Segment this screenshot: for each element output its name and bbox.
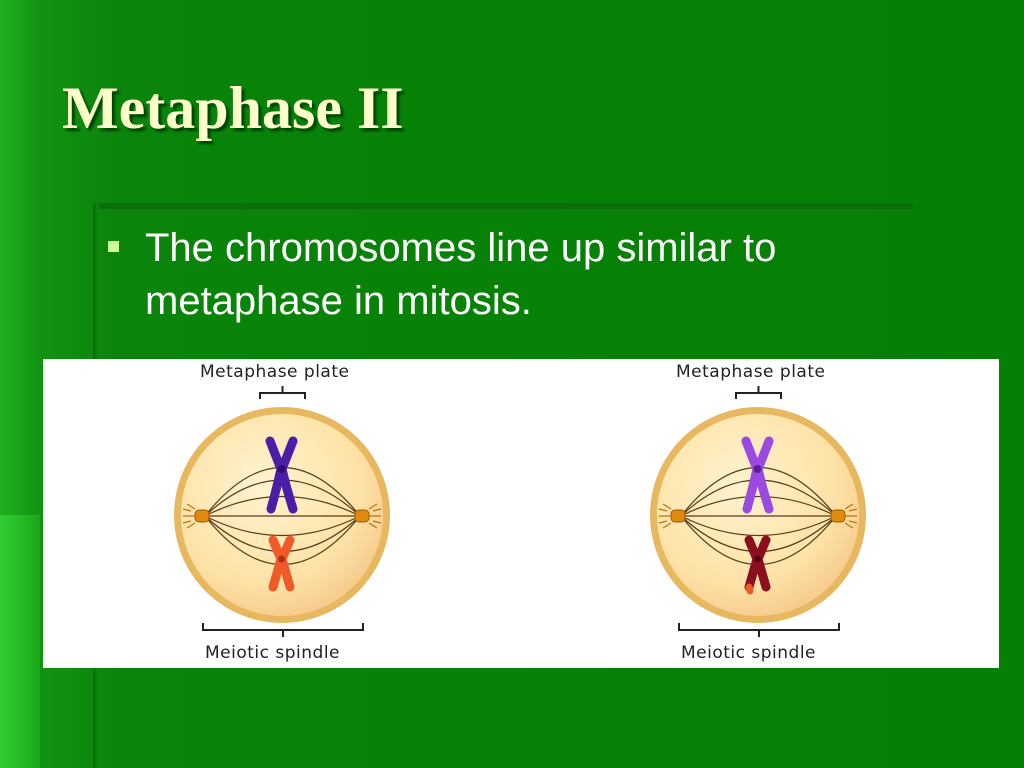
metaphase-plate-label: Metaphase plate: [676, 362, 826, 382]
centrosome-right-icon: [830, 503, 858, 529]
cell-diagram-right: Metaphase plate: [641, 359, 881, 668]
content-frame-top: [95, 203, 913, 209]
metaphase-plate-label: Metaphase plate: [200, 362, 350, 382]
bullet-marker-icon: [108, 241, 119, 252]
chromosome-lower: [744, 535, 771, 595]
centrosome-left-icon: [658, 503, 686, 529]
side-accent-band: [0, 515, 40, 768]
bullet-text: The chromosomes line up similar to metap…: [145, 226, 777, 323]
cell-diagram-left: Metaphase plate: [165, 359, 405, 668]
bullet-item: The chromosomes line up similar to metap…: [108, 222, 888, 328]
chromosome-upper: [741, 436, 774, 514]
cell-illustration: [650, 386, 866, 637]
cell-illustration: [174, 386, 390, 637]
chromosome-upper: [265, 436, 298, 514]
meiotic-spindle-label: Meiotic spindle: [205, 643, 341, 663]
centrosome-right-icon: [354, 503, 382, 529]
metaphase-figure: Metaphase plate: [43, 359, 999, 668]
slide-title: Metaphase II: [62, 75, 404, 141]
meiotic-spindle-label: Meiotic spindle: [681, 643, 817, 663]
chromosome-lower: [268, 535, 295, 592]
centrosome-left-icon: [182, 503, 210, 529]
